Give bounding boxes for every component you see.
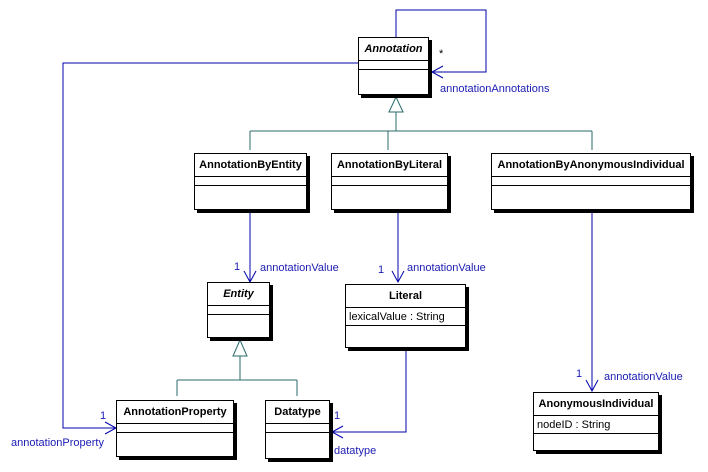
annotation-class[interactable]: Annotation — [358, 37, 429, 95]
annotation-by-entity-class[interactable]: AnnotationByEntity — [194, 153, 307, 210]
anonymous-individual-class[interactable]: AnonymousIndividual nodeID : String — [533, 392, 659, 451]
annotation-property-role-label: annotationProperty — [11, 437, 104, 449]
datatype-multiplicity: 1 — [334, 410, 341, 422]
class-name: AnnotationProperty — [117, 401, 233, 424]
entity-generalization-triangle — [232, 338, 248, 357]
class-name: Literal — [346, 285, 465, 308]
class-attribute: nodeID : String — [534, 416, 658, 434]
class-attributes-section — [208, 306, 269, 315]
literal-value-multiplicity: 1 — [378, 264, 385, 276]
annotation-property-multiplicity: 1 — [100, 410, 107, 422]
class-name: Datatype — [266, 401, 329, 424]
anonymous-value-arrowhead — [585, 379, 599, 393]
literal-value-arrowhead — [391, 270, 405, 284]
anonymous-value-role-label: annotationValue — [604, 371, 683, 383]
entity-value-role-label: annotationValue — [260, 262, 339, 274]
class-name: AnnotationByEntity — [195, 154, 306, 177]
annotation-by-anonymous-individual-class[interactable]: AnnotationByAnonymousIndividual — [491, 153, 691, 210]
class-name: AnonymousIndividual — [534, 393, 658, 416]
self-association-arrowhead — [430, 65, 444, 79]
annotation-property-line — [62, 62, 358, 429]
literal-value-role-label: annotationValue — [407, 262, 486, 274]
class-name: Annotation — [359, 38, 428, 61]
annotation-generalization-trunk — [249, 112, 593, 150]
literal-class[interactable]: Literal lexicalValue : String — [345, 284, 466, 348]
self-association-line — [395, 9, 487, 73]
datatype-arrowhead — [330, 425, 344, 439]
self-association-role-label: annotationAnnotations — [440, 83, 550, 95]
entity-generalization-trunk — [176, 356, 298, 396]
class-attributes-section — [266, 424, 329, 433]
annotation-by-literal-class[interactable]: AnnotationByLiteral — [331, 153, 448, 210]
class-attributes-section — [492, 177, 690, 186]
class-name: AnnotationByLiteral — [332, 154, 447, 177]
entity-value-multiplicity: 1 — [234, 261, 241, 273]
annotation-generalization-triangle — [388, 95, 404, 113]
class-name: Entity — [208, 283, 269, 306]
class-attributes-section — [195, 177, 306, 186]
class-attributes-section — [332, 177, 447, 186]
class-attributes-section — [117, 424, 233, 433]
self-association-multiplicity: * — [439, 48, 444, 60]
class-name: AnnotationByAnonymousIndividual — [492, 154, 690, 177]
annotation-property-class[interactable]: AnnotationProperty — [116, 400, 234, 457]
datatype-class[interactable]: Datatype — [265, 400, 330, 459]
class-attribute: lexicalValue : String — [346, 308, 465, 326]
anonymous-value-multiplicity: 1 — [576, 368, 583, 380]
class-attributes-section — [359, 61, 428, 70]
entity-class[interactable]: Entity — [207, 282, 270, 338]
datatype-role-label: datatype — [334, 445, 377, 457]
datatype-line — [332, 350, 407, 433]
